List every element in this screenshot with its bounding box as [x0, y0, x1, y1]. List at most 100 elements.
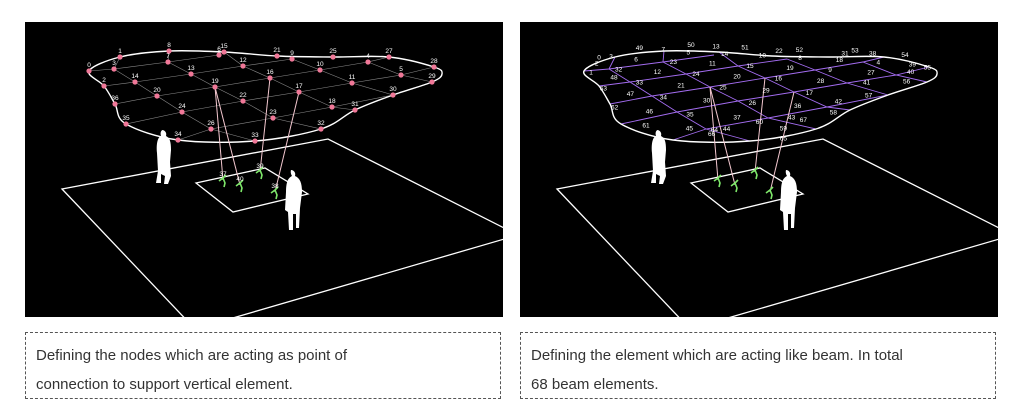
support-joint	[713, 174, 722, 188]
beam-label: 45	[686, 125, 694, 132]
node-marker	[240, 63, 246, 69]
beam-label: 40	[907, 69, 915, 76]
canopy-outline	[583, 49, 938, 143]
caption-nodes: Defining the nodes which are acting as p…	[25, 332, 501, 399]
beam-label: 27	[867, 69, 875, 76]
beam-label: 60	[756, 119, 764, 126]
beam-label: 35	[686, 111, 694, 118]
node-label: 25	[329, 48, 337, 55]
beam-label: 15	[746, 63, 754, 70]
node-label: 19	[211, 78, 219, 85]
node-marker	[212, 84, 218, 90]
vertical-column	[274, 91, 300, 193]
node-marker	[398, 72, 404, 78]
vertical-column	[709, 86, 719, 181]
beam-label: 47	[627, 91, 635, 98]
beam-label: 7	[662, 46, 666, 53]
ground-plane	[555, 138, 998, 317]
node-label: 7	[166, 53, 170, 60]
beam-label: 22	[775, 48, 783, 55]
node-label: 12	[239, 57, 247, 64]
support-joint	[235, 179, 244, 193]
beam-label: 9	[828, 67, 832, 74]
beam-label: 53	[851, 47, 859, 54]
beam-label: 41	[863, 79, 871, 86]
node-marker	[429, 79, 435, 85]
beam-label: 33	[636, 79, 644, 86]
node-marker	[252, 138, 258, 144]
ground-plane	[60, 138, 503, 317]
node-label: 5	[399, 66, 403, 73]
beam-label: 44	[723, 126, 731, 133]
node-label: 3	[112, 60, 116, 67]
grid-line	[608, 56, 751, 142]
node-marker	[390, 92, 396, 98]
node-label: 27	[385, 48, 393, 55]
beam-label: 62	[611, 104, 619, 111]
beam-label: 54	[901, 52, 909, 59]
beam-label: 59	[780, 126, 788, 133]
support-joint	[218, 174, 227, 188]
beam-label: 37	[733, 114, 741, 121]
beam-label: 26	[749, 100, 757, 107]
beam-label: 1	[589, 69, 593, 76]
node-label: 10	[316, 61, 324, 68]
node-marker	[86, 68, 92, 74]
grid-line	[223, 51, 356, 111]
node-marker	[270, 115, 276, 121]
beam-label: 56	[903, 79, 911, 86]
node-marker	[329, 104, 335, 110]
beam-label: 12	[654, 69, 662, 76]
beam-label: 65	[780, 135, 788, 142]
node-marker	[349, 80, 355, 86]
node-marker	[132, 79, 138, 85]
beam-label: 19	[786, 65, 794, 72]
node-label: 16	[266, 69, 274, 76]
beam-label: 55	[924, 65, 932, 72]
beam-label: 58	[830, 110, 838, 117]
node-marker	[101, 83, 107, 89]
beam-label: 50	[687, 42, 695, 49]
node-label: 6	[217, 46, 221, 53]
beam-label: 67	[800, 117, 808, 124]
node-marker	[188, 71, 194, 77]
node-marker	[317, 67, 323, 73]
grid-line	[583, 54, 715, 72]
node-marker	[365, 59, 371, 65]
node-marker	[330, 54, 336, 60]
grid-line	[861, 56, 928, 83]
node-label: 36	[111, 95, 119, 102]
canopy-outline	[88, 49, 443, 143]
node-marker	[208, 126, 214, 132]
node-label: 0	[87, 62, 91, 69]
beam-label: 23	[670, 59, 678, 66]
node-marker	[216, 52, 222, 58]
beam-label: 21	[677, 82, 685, 89]
vertical-column	[214, 86, 241, 186]
support-joint	[255, 166, 264, 180]
beam-label: 32	[615, 66, 623, 73]
grid-line	[125, 66, 435, 125]
node-label: 17	[295, 83, 303, 90]
beam-label: 6	[634, 56, 638, 63]
beam-label: 51	[741, 45, 749, 52]
node-marker	[352, 107, 358, 113]
vertical-column	[214, 86, 224, 181]
vertical-column	[754, 77, 766, 173]
vertical-column	[709, 86, 736, 186]
node-diagram: 0123456789101112131415161718192021222324…	[60, 42, 503, 317]
node-label: 9	[290, 50, 294, 57]
grid-line	[114, 61, 369, 105]
node-label: 33	[251, 132, 259, 139]
beam-label: 18	[836, 57, 844, 64]
beam-label: 20	[733, 73, 741, 80]
beam-label: 4	[877, 59, 881, 66]
node-marker	[431, 64, 437, 70]
beam-label: 8	[798, 55, 802, 62]
node-label: 4	[366, 53, 370, 60]
node-marker	[267, 75, 273, 81]
beam-label: 43	[788, 114, 796, 121]
node-label: 22	[239, 92, 247, 99]
